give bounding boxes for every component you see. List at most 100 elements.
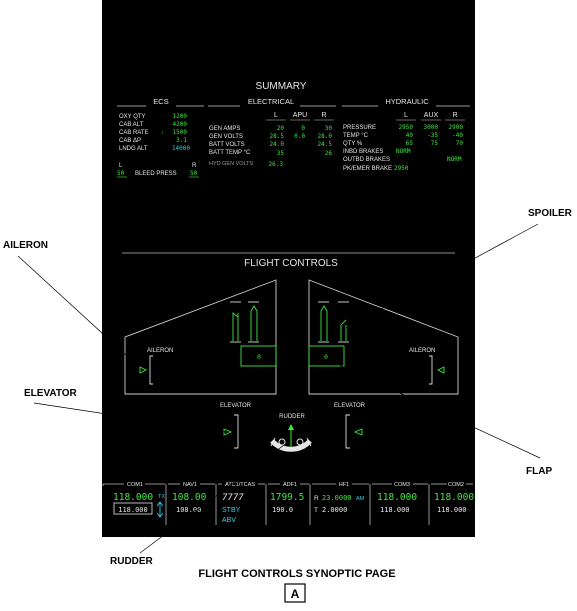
hydraulic-header: HYDRAULIC	[385, 97, 429, 106]
hf1-transmit-freq[interactable]: 2.0000	[322, 506, 347, 514]
hyd-row-label: PK/EMER BRAKE	[343, 166, 392, 172]
elec-r-value: 30	[325, 125, 333, 132]
rudder-trim-marker-left	[278, 438, 286, 446]
figure-letter: A	[291, 587, 300, 601]
swap-arrow-icon[interactable]	[156, 501, 164, 518]
hyd-l-value: 2950	[399, 124, 414, 131]
hyd-l-value: NORM	[396, 148, 411, 155]
hyd-r-value: 2900	[449, 124, 464, 131]
transponder-mode[interactable]: STBY	[222, 507, 241, 514]
rudder-limit-left	[270, 437, 276, 447]
flight-controls-title: FLIGHT CONTROLS	[244, 258, 338, 269]
cab-rate-arrow-icon: ↓	[161, 130, 164, 136]
tcas-mode[interactable]: ABV	[222, 517, 236, 524]
ecs-label: CAB ALT	[119, 122, 144, 128]
hyd-l-value: 2950	[394, 165, 409, 172]
rudder-pointer-icon	[288, 424, 294, 430]
left-wing-outline	[124, 279, 277, 395]
nav1-active-freq[interactable]: 108.00	[172, 492, 207, 503]
hyd-gen-volts-label: HYD GEN VOLTS	[209, 161, 254, 167]
com1-label: COM1	[127, 482, 143, 488]
left-aileron-label: AILERON	[147, 348, 173, 354]
right-aileron-label: AILERON	[409, 348, 435, 354]
hyd-row-label: INBD BRAKES	[343, 149, 383, 155]
elec-l-value: 28.5	[270, 133, 285, 140]
callout-aileron: AILERON	[3, 240, 48, 251]
elec-col-l: L	[274, 112, 278, 119]
com2-standby-freq[interactable]: 118.000	[437, 506, 467, 514]
transponder-code[interactable]: 7777	[222, 493, 244, 503]
hyd-row-label: PRESSURE	[343, 125, 376, 131]
radio-bar: COM1 118.000 TX 118.000 NAV1 108.00 108.…	[102, 482, 474, 525]
elec-col-apu: APU	[293, 112, 307, 119]
hyd-r-value: NORM	[447, 156, 462, 163]
elec-r-value: 24.5	[318, 141, 333, 148]
ecs-label: CAB ΔP	[119, 138, 141, 144]
callout-aileron-leader	[17, 255, 140, 368]
atc-label: ATC1/TCAS	[225, 482, 255, 488]
right-spoiler-1	[320, 305, 328, 341]
adf1-standby-freq[interactable]: 190.0	[272, 506, 293, 514]
hyd-col-l: L	[404, 112, 408, 119]
elec-row-label: GEN AMPS	[209, 126, 240, 132]
adf1-label: ADF1	[283, 482, 297, 488]
hyd-aux-value: 75	[431, 140, 439, 147]
com2-active-freq[interactable]: 118.000	[434, 492, 474, 503]
com1-standby-freq[interactable]: 118.000	[118, 506, 148, 514]
ecs-value: 1500	[173, 129, 188, 136]
hf1-receive-freq[interactable]: 23.0000	[322, 494, 352, 502]
callout-rudder-leader	[139, 441, 289, 554]
bleed-r-label: R	[192, 163, 197, 169]
hf1-receive-prefix: R	[314, 495, 319, 502]
hyd-l-value: 40	[406, 132, 414, 139]
elec-l-value: 35	[277, 150, 285, 157]
right-elevator-pointer-icon	[353, 428, 363, 436]
bleed-l-label: L	[119, 163, 123, 169]
right-flap-box	[308, 345, 345, 367]
callout-flap-leader	[334, 362, 541, 459]
ecs-rows: OXY QTY 1200 CAB ALT 4200 CAB RATE ↓ 150…	[117, 113, 199, 178]
rudder-limit-right	[306, 437, 312, 447]
adf1-active-freq[interactable]: 1799.5	[270, 492, 304, 503]
com3-active-freq[interactable]: 118.000	[377, 492, 417, 503]
hyd-r-value: -40	[452, 132, 463, 139]
elec-l-value: 20	[277, 125, 285, 132]
com3-label: COM3	[394, 482, 410, 488]
ecs-value: 4200	[173, 121, 188, 128]
com3-standby-freq[interactable]: 118.000	[380, 506, 410, 514]
com1-tx-indicator: TX	[158, 494, 165, 500]
hydraulic-table: L AUX R PRESSURE 2950 3000 2900 TEMP °C …	[343, 112, 465, 172]
nav1-label: NAV1	[183, 482, 197, 488]
left-aileron-scale	[149, 355, 153, 385]
right-aileron-scale	[429, 355, 433, 385]
bleed-l-value: 50	[117, 170, 125, 177]
left-aileron-pointer-icon	[139, 366, 148, 374]
right-elevator-label: ELEVATOR	[334, 403, 366, 409]
ecs-label: OXY QTY	[119, 114, 146, 120]
hyd-r-value: 70	[456, 140, 464, 147]
nav1-standby-freq[interactable]: 108.00	[176, 506, 201, 514]
callout-elevator: ELEVATOR	[24, 388, 78, 399]
bleed-r-value: 50	[190, 170, 198, 177]
figure-letter-box	[284, 583, 306, 603]
electrical-header: ELECTRICAL	[248, 97, 294, 106]
electrical-table: L APU R GEN AMPS 20 0 30 GEN VOLTS 28.5 …	[209, 112, 334, 168]
elec-col-r: R	[321, 112, 326, 119]
com1-standby-box[interactable]	[113, 502, 153, 515]
elec-row-label: BATT VOLTS	[209, 142, 245, 148]
hyd-row-label: QTY %	[343, 141, 363, 147]
left-flap-box	[240, 345, 277, 367]
com1-active-freq[interactable]: 118.000	[113, 492, 153, 503]
ecs-value: 1200	[173, 113, 188, 120]
right-aileron-pointer-icon	[436, 366, 445, 374]
hyd-gen-volts-value: 26.3	[269, 161, 284, 168]
hf1-receive-mode: AM	[356, 496, 365, 502]
left-elevator-scale	[234, 414, 239, 449]
elec-row-label: GEN VOLTS	[209, 134, 243, 140]
left-spoiler-1	[232, 312, 239, 341]
ecs-label: LNDG ALT	[119, 146, 148, 152]
elec-l-value: 24.0	[270, 141, 285, 148]
ecs-header: ECS	[153, 97, 168, 106]
